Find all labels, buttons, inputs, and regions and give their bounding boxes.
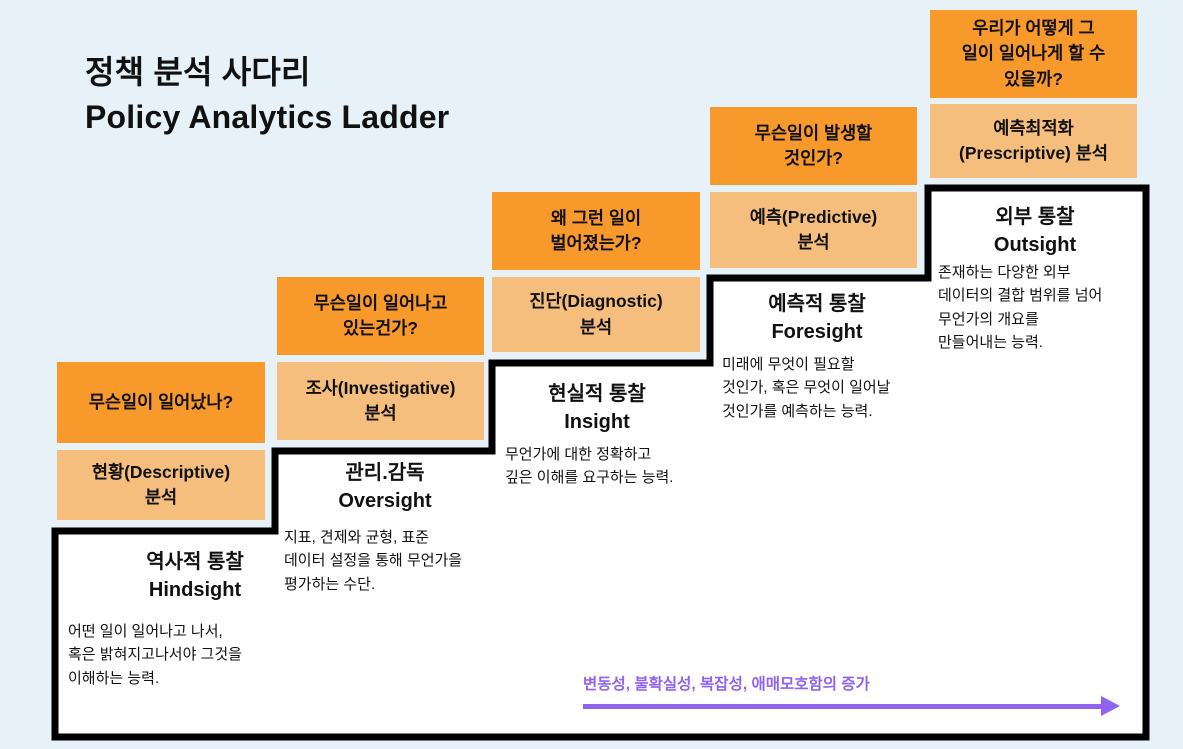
vuca-arrow-line [583,704,1103,709]
page-title: 정책 분석 사다리 Policy Analytics Ladder [85,50,449,141]
analysis-box-investigative: 조사(Investigative) 분석 [277,362,484,440]
step-title-english: Outsight [993,234,1077,256]
step-description-insight: 무언가에 대한 정확하고 깊은 이해를 요구하는 능력. [505,446,674,487]
step-title-english: Insight [564,411,630,433]
step-title-korean: 현실적 통찰 [548,383,646,405]
question-box-hindsight: 무슨일이 일어났나? [57,362,265,443]
question-box-insight: 왜 그런 일이 벌어졌는가? [492,192,700,270]
arrow-right-icon [1101,696,1120,716]
step-title-hindsight: 역사적 통찰 Hindsight [75,548,315,604]
page-title-korean: 정책 분석 사다리 [85,54,311,90]
step-title-foresight: 예측적 통찰 Foresight [717,290,917,346]
step-title-korean: 관리.감독 [345,462,425,484]
step-title-korean: 외부 통찰 [995,206,1075,228]
step-description-outsight: 존재하는 다양한 외부 데이터의 결합 범위를 넘어 무언가의 개요를 만들어내… [938,264,1103,351]
question-box-oversight: 무슨일이 일어나고 있는건가? [277,277,484,355]
step-title-korean: 예측적 통찰 [768,293,866,315]
analysis-box-descriptive: 현황(Descriptive) 분석 [57,450,265,520]
analysis-box-diagnostic: 진단(Diagnostic) 분석 [492,277,700,352]
page-title-english: Policy Analytics Ladder [85,99,450,136]
question-box-foresight: 무슨일이 발생할 것인가? [710,107,917,185]
analysis-box-predictive: 예측(Predictive) 분석 [710,192,917,268]
step-title-english: Oversight [338,490,432,512]
step-title-oversight: 관리.감독 Oversight [285,459,485,515]
step-description-foresight: 미래에 무엇이 필요할 것인가, 혹은 무엇이 일어날 것인가를 예측하는 능력… [722,356,891,420]
vuca-arrow-label: 변동성, 불확실성, 복잡성, 애매모호함의 증가 [583,676,870,693]
step-description-hindsight: 어떤 일이 일어나고 나서, 혹은 밝혀지고나서야 그것을 이해하는 능력. [68,623,242,687]
step-title-korean: 역사적 통찰 [146,551,244,573]
question-box-outsight: 우리가 어떻게 그 일이 일어나게 할 수 있을까? [930,10,1137,98]
step-title-english: Hindsight [148,579,242,601]
step-title-english: Foresight [771,321,863,343]
analysis-box-prescriptive: 예측최적화 (Prescriptive) 분석 [930,104,1137,178]
step-title-insight: 현실적 통찰 Insight [497,380,697,436]
step-description-oversight: 지표, 견제와 균형, 표준 데이터 설정을 통해 무언가을 평가하는 수단. [284,529,463,593]
step-title-outsight: 외부 통찰 Outsight [935,203,1135,259]
